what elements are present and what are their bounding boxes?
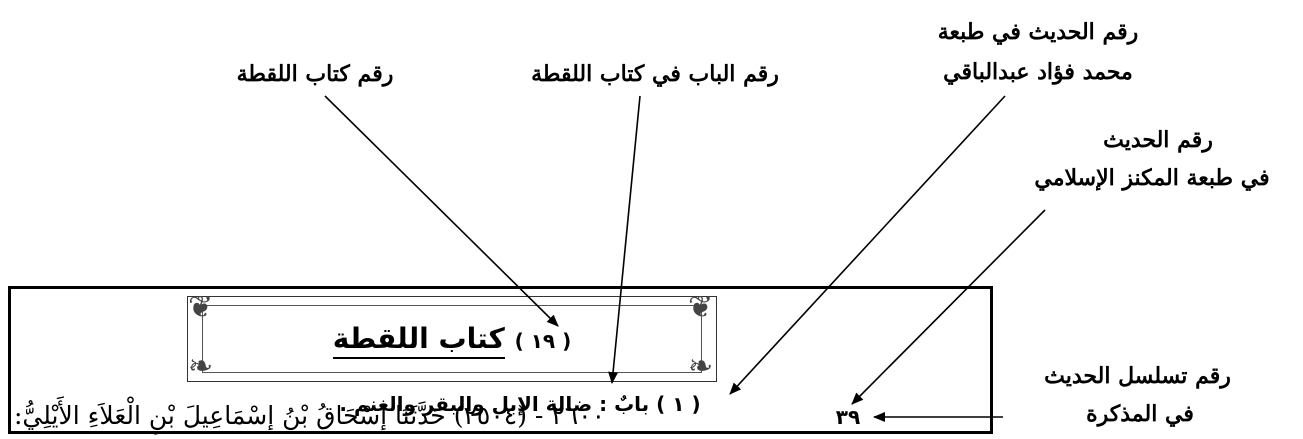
book-title-text: كتاب اللقطة bbox=[332, 322, 505, 359]
arrow-fuad-edition bbox=[729, 95, 1006, 395]
label-maknaz-line1: رقم الحديث bbox=[1103, 127, 1213, 153]
arrow-book-number bbox=[324, 95, 559, 327]
ornament-bottom-left-icon: ❧ bbox=[188, 349, 214, 384]
label-sequence-line1: رقم تسلسل الحديث bbox=[1044, 363, 1231, 389]
label-chapter-number: رقم الباب في كتاب اللقطة bbox=[531, 61, 779, 87]
book-title: ( ١٩ ) كتاب اللقطة bbox=[187, 319, 717, 361]
hadith-number-fuad: (٢٥٠٤) bbox=[453, 401, 527, 430]
chapter-heading: ( ١ ) بابٌ : ضالة الإبل والبقر والغنم . bbox=[339, 392, 701, 416]
document-excerpt-panel bbox=[8, 286, 993, 434]
label-fuad-edition-line2: محمد فؤاد عبدالباقي bbox=[943, 59, 1133, 85]
hadith-line: ٢٦٠٠ - (٢٥٠٤) حَدَّثَنَا إِسْحَاقُ بْنُ … bbox=[14, 398, 794, 434]
arrow-maknaz bbox=[851, 209, 1046, 405]
label-book-number: رقم كتاب اللقطة bbox=[236, 61, 394, 87]
label-sequence-line2: في المذكرة bbox=[1086, 401, 1194, 427]
label-fuad-edition-line1: رقم الحديث في طبعة bbox=[937, 19, 1139, 45]
ornament-top-left-icon: ❦ bbox=[188, 290, 214, 325]
arrow-chapter-number bbox=[608, 95, 641, 384]
hadith-text: حَدَّثَنَا إِسْحَاقُ بْنُ إِسْمَاعِيلَ ب… bbox=[14, 401, 446, 430]
ornament-bottom-right-icon: ❧ bbox=[688, 349, 714, 384]
sequence-number: ٣٩ bbox=[835, 405, 861, 429]
ornamental-title-frame bbox=[187, 296, 717, 382]
book-number: ( ١٩ ) bbox=[514, 329, 572, 353]
hadith-number-maknaz: ٢٦٠٠ bbox=[551, 401, 606, 430]
hadith-separator: - bbox=[534, 401, 544, 430]
label-maknaz-line2: في طبعة المكنز الإسلامي bbox=[1034, 165, 1270, 191]
ornament-top-right-icon: ❦ bbox=[688, 290, 714, 325]
